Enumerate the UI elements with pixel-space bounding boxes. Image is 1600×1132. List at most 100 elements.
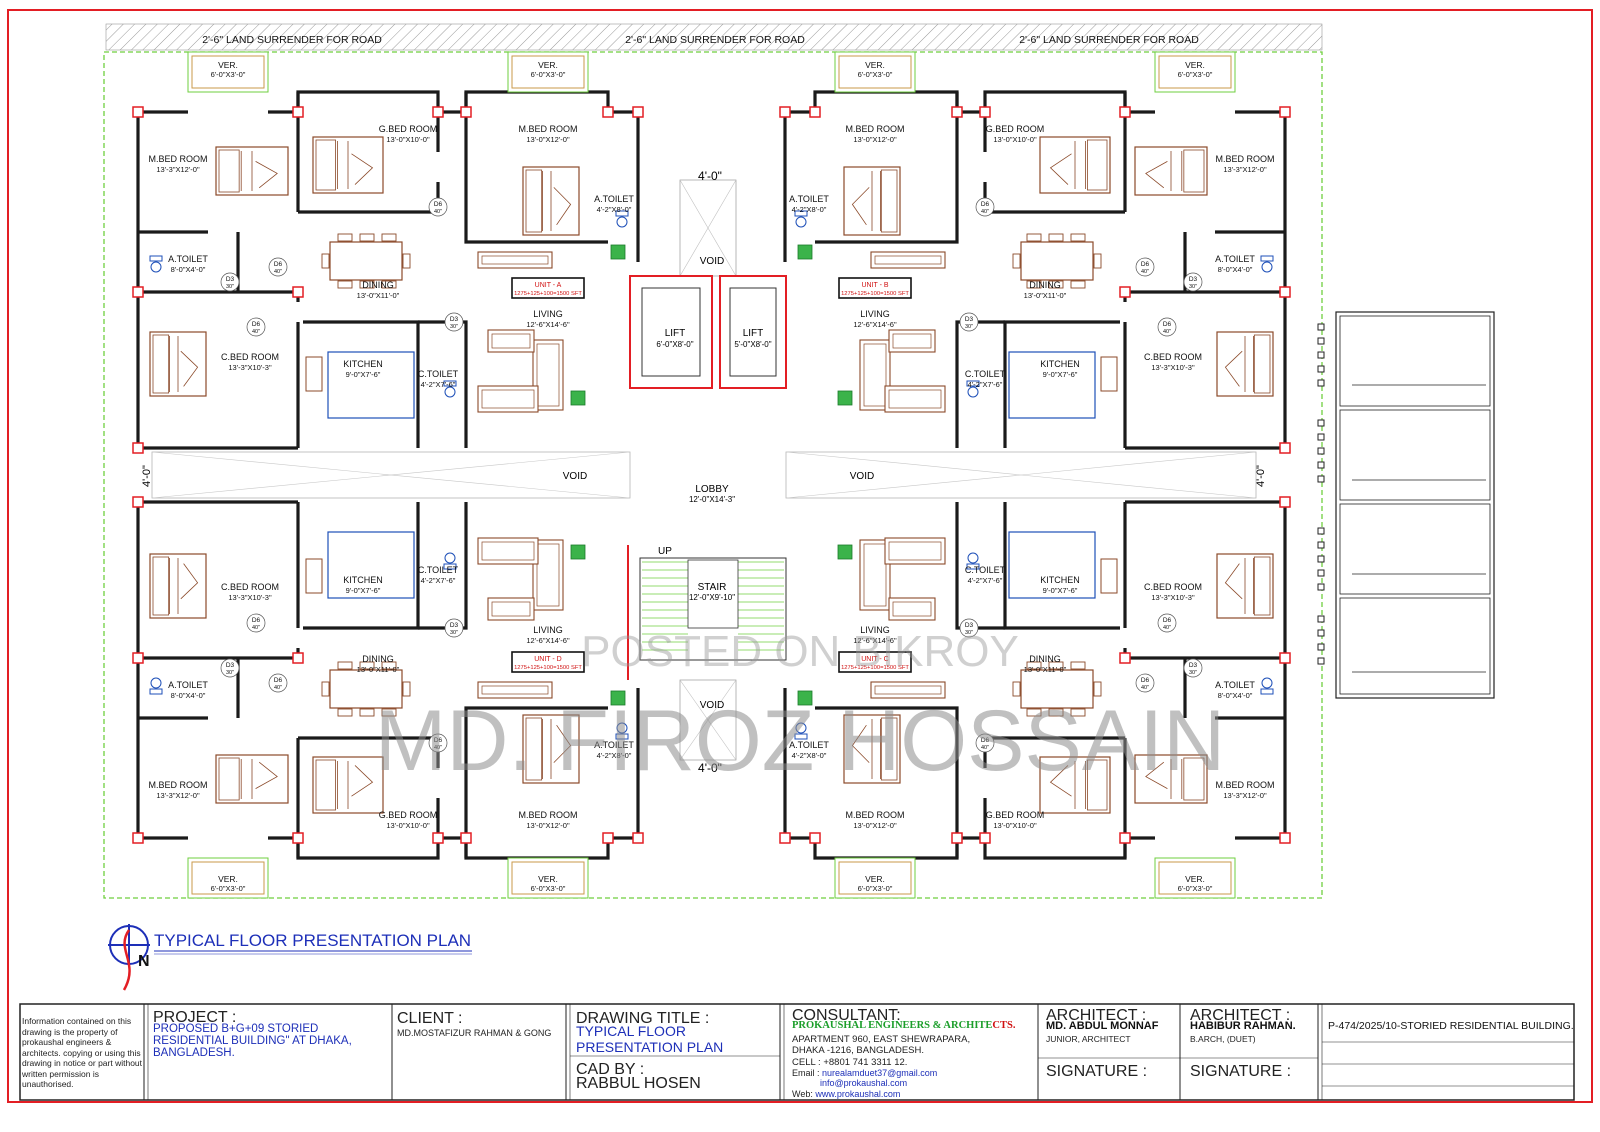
living-name: LIVING: [533, 625, 563, 635]
column: [460, 832, 472, 844]
mbed2-size: 13'-0"X12'-0": [526, 135, 570, 144]
verandah-left: [187, 51, 269, 93]
stair-name: STAIR: [698, 582, 727, 593]
legend-tick: [1317, 379, 1325, 387]
ctoilet-size: 4'-2"X7'-6": [421, 576, 456, 585]
ctoilet-size: 4'-2"X7'-6": [421, 380, 456, 389]
door-tag-width: 40": [1163, 625, 1171, 631]
column: [779, 832, 791, 844]
legend-tick: [1317, 337, 1325, 345]
atoilet1-name: A.TOILET: [168, 680, 208, 690]
column: [1119, 286, 1131, 298]
door-tag: [268, 673, 288, 693]
bed-pillow: [315, 139, 337, 191]
unit-labels: D640"D330"D640"D330"D640"VER.6'-0"X3'-0"…: [789, 565, 1274, 893]
consultant-cell: CELL : +8801 741 3311 12.: [792, 1057, 908, 1068]
kitchen-size: 9'-0"X7'-6": [1043, 370, 1078, 379]
unit-geometry: [779, 51, 1291, 454]
sofa-cushion: [888, 541, 942, 561]
inner-wall: [815, 706, 959, 858]
sofa-cushion: [874, 255, 942, 265]
unit-tag-box: [838, 277, 912, 299]
dining-table: [329, 241, 403, 281]
toilet-bowl: [616, 722, 628, 734]
verandah-size: 6'-0"X3'-0": [531, 884, 566, 893]
living-name: LIVING: [860, 309, 890, 319]
email-1[interactable]: nurealamduet37@gmail.com: [822, 1068, 938, 1078]
atoilet1-name: A.TOILET: [1215, 680, 1255, 690]
legend-tick: [1317, 569, 1325, 577]
verandah-label: VER.: [218, 874, 238, 884]
mbed2-name: M.BED ROOM: [518, 124, 577, 134]
toilet-bowl: [150, 677, 162, 689]
verandah-left: [1154, 51, 1236, 93]
dining-chair: [381, 280, 397, 289]
bottom-void: VOID: [700, 700, 724, 711]
toilet-bowl: [967, 386, 979, 398]
column: [432, 832, 444, 844]
kitchen-size: 9'-0"X7'-6": [1043, 586, 1078, 595]
dining-table: [1020, 669, 1094, 709]
column: [132, 442, 144, 454]
unit-tag: UNIT - C: [861, 656, 888, 663]
column: [292, 652, 304, 664]
door-tag-code: D3: [965, 316, 974, 323]
verandah: [187, 51, 269, 93]
door-tag-code: D3: [965, 622, 974, 629]
unit-tag: UNIT - A: [535, 282, 562, 289]
verandah-rail: [1158, 861, 1232, 895]
verandah-left: [1154, 857, 1236, 899]
verandah-rail: [511, 861, 585, 895]
door-tag-code: D6: [252, 617, 261, 624]
dining-name: DINING: [362, 280, 394, 290]
bed-sheet: [1049, 765, 1072, 797]
column: [1119, 106, 1131, 118]
web-link[interactable]: www.prokaushal.com: [815, 1089, 901, 1099]
unit-geometry: [132, 496, 644, 899]
column: [951, 832, 963, 844]
sofa-cushion: [481, 255, 549, 265]
door-tag-width: 40": [434, 209, 442, 215]
dining-table: [1020, 241, 1094, 281]
architect2-role: B.ARCH, (DUET): [1190, 1034, 1256, 1044]
sofa: [477, 251, 553, 269]
road-strip: [105, 23, 1323, 51]
ctoilet-name: C.TOILET: [965, 565, 1006, 575]
dining-chair: [337, 708, 353, 717]
consultant-name: PROKAUSHAL ENGINEERS & ARCHITECTS.: [792, 1020, 1015, 1031]
legend-tick: [1317, 583, 1325, 591]
dining-chair: [381, 233, 397, 242]
bed-sheet: [180, 563, 199, 600]
door-tag-width: 40": [252, 329, 260, 335]
bed-pillow: [525, 169, 543, 233]
dining-chair: [381, 661, 397, 670]
kitchen-counter: [1008, 351, 1096, 419]
watermark-line2: MD. FIROZ HOSSAIN: [375, 693, 1225, 789]
legend-tick: [1317, 643, 1325, 651]
cad-label: CAD BY :: [576, 1061, 645, 1078]
mbed1-name: M.BED ROOM: [148, 154, 207, 164]
door-tag-code: D6: [434, 201, 443, 208]
legend-boxes: [1317, 311, 1495, 699]
unit-a-plan: D640"D330"D640"D330"D640"VER.6'-0"X3'-0"…: [132, 51, 644, 454]
dining-chair: [1026, 708, 1042, 717]
door-tag-width: 40": [1141, 269, 1149, 275]
legend-tick: [1317, 555, 1325, 563]
stair-size: 12'-0"X9'-10": [689, 593, 735, 602]
door-tag: [1135, 673, 1155, 693]
toilet-bowl: [967, 552, 979, 564]
ctoilet-wall: [418, 320, 468, 448]
lift1-name: LIFT: [665, 328, 686, 339]
toilet-bowl: [795, 722, 807, 734]
mbed2-size: 13'-0"X12'-0": [526, 821, 570, 830]
door-tag-width: 40": [1141, 685, 1149, 691]
email-2[interactable]: info@prokaushal.com: [820, 1078, 908, 1088]
dining-chair: [1048, 280, 1064, 289]
kitchen-name: KITCHEN: [1040, 359, 1080, 369]
notice-text: Information contained on this drawing is…: [22, 1016, 143, 1089]
cbed-name: C.BED ROOM: [1144, 582, 1202, 592]
bed-sheet: [851, 724, 870, 763]
unit-geometry: [132, 51, 644, 454]
mbed1-size: 13'-3"X12'-0": [156, 165, 200, 174]
door-tag: [220, 658, 240, 678]
